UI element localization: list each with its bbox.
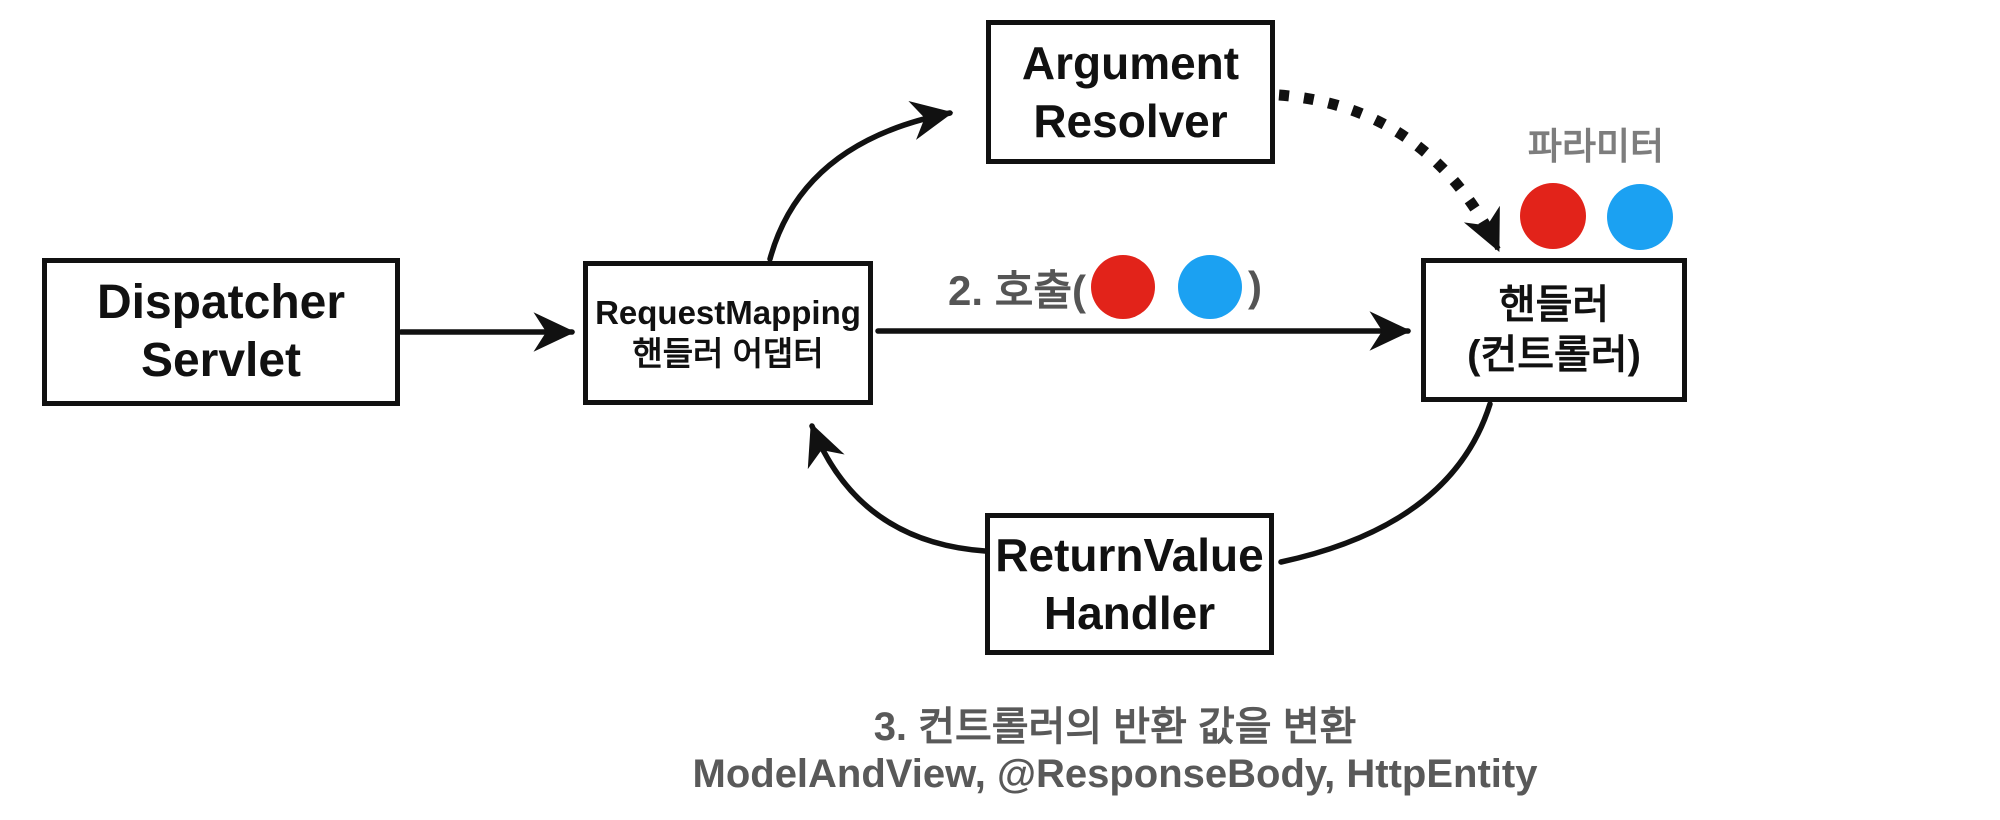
- dispatcher-servlet-label-line1: Dispatcher: [96, 276, 346, 329]
- parameter-label: 파라미터: [1527, 126, 1665, 167]
- red-circle-icon: [1090, 255, 1155, 319]
- arrow-return-value-to-adapter: [807, 422, 988, 554]
- return-value-handler-node: ReturnValue Handler: [985, 513, 1274, 655]
- handler-adapter-label-line1: RequestMapping: [595, 294, 861, 331]
- argument-resolver-node: Argument Resolver: [986, 20, 1275, 164]
- dispatcher-servlet-label-line2: Servlet: [140, 334, 302, 387]
- call-annotation-suffix: ): [1247, 263, 1262, 310]
- return-value-handler-label-line2: Handler: [1043, 587, 1216, 639]
- step3-caption: 3. 컨트롤러의 반환 값을 변환: [873, 705, 1357, 749]
- argument-resolver-label-line2: Resolver: [1033, 95, 1228, 147]
- argument-resolver-label-line1: Argument: [1021, 37, 1240, 89]
- call-annotation: 2. 호출( ): [948, 252, 1262, 322]
- red-circle-icon: [1520, 183, 1586, 249]
- blue-circle-icon: [1177, 255, 1242, 319]
- handler-controller-node: 핸들러 (컨트롤러): [1421, 258, 1687, 402]
- blue-circle-icon: [1607, 184, 1673, 250]
- handler-controller-label-line1: 핸들러: [1498, 283, 1610, 327]
- handler-controller-label-line2: (컨트롤러): [1467, 333, 1641, 377]
- arrow-argument-resolver-to-handler-head: [1463, 205, 1501, 252]
- return-types-caption: ModelAndView, @ResponseBody, HttpEntity: [692, 752, 1538, 796]
- call-annotation-prefix: 2. 호출(: [948, 266, 1086, 314]
- curve-handler-to-return-value: [1278, 401, 1493, 565]
- handler-adapter-node: RequestMapping 핸들러 어댑터: [583, 261, 873, 405]
- arrow-argument-resolver-to-handler-dotted: [1278, 89, 1497, 240]
- handler-adapter-label-line2: 핸들러 어댑터: [632, 335, 824, 372]
- dispatcher-servlet-node: Dispatcher Servlet: [42, 258, 400, 406]
- arrow-adapter-to-argument-resolver: [767, 100, 954, 262]
- return-value-handler-label-line1: ReturnValue: [995, 529, 1264, 581]
